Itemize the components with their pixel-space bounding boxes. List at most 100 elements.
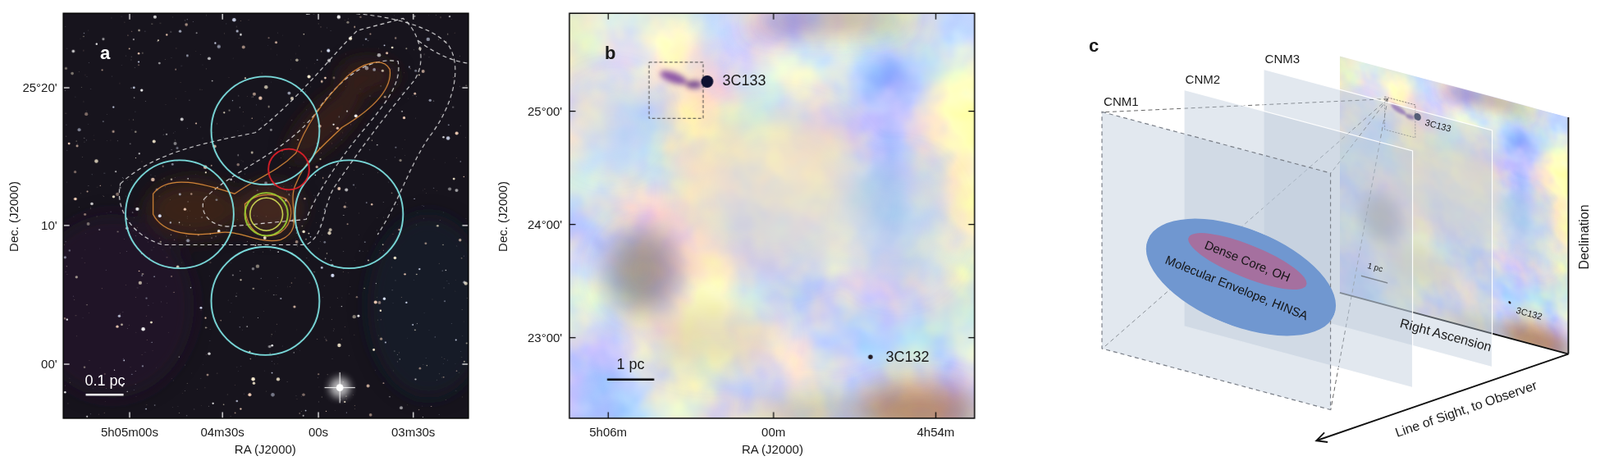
panel-letter: a: [100, 42, 110, 64]
star: [132, 212, 133, 214]
star: [453, 32, 456, 34]
star: [74, 315, 77, 317]
star: [252, 214, 255, 217]
star: [271, 372, 274, 375]
star: [169, 221, 172, 224]
extinction-contours: [153, 62, 391, 242]
star: [150, 342, 152, 343]
star: [223, 136, 225, 138]
star: [421, 204, 424, 206]
star: [352, 183, 355, 186]
star: [99, 247, 101, 250]
star: [428, 329, 430, 331]
star: [342, 214, 344, 216]
star: [268, 345, 272, 349]
star: [251, 377, 256, 382]
star: [391, 289, 394, 292]
star: [144, 100, 147, 102]
star: [318, 401, 320, 403]
star: [447, 359, 449, 362]
star: [337, 343, 341, 348]
star: [344, 326, 347, 329]
star: [134, 234, 137, 237]
star: [324, 257, 326, 259]
star: [89, 413, 92, 416]
star: [401, 91, 403, 94]
star: [298, 412, 301, 415]
star: [369, 149, 371, 151]
label-anchor: 25°20': [22, 80, 57, 95]
star: [162, 165, 165, 168]
label-anchor: c: [1088, 35, 1099, 56]
star: [73, 295, 75, 298]
star: [317, 210, 320, 212]
star: [103, 411, 106, 414]
star: [137, 52, 140, 55]
star: [402, 72, 405, 74]
star: [330, 318, 333, 320]
star: [371, 139, 373, 141]
star: [298, 45, 301, 47]
star: [195, 173, 197, 175]
star: [235, 295, 238, 298]
star: [125, 284, 128, 287]
star: [205, 326, 208, 329]
star: [64, 26, 67, 28]
star: [77, 128, 81, 132]
star: [321, 101, 324, 104]
star: [274, 41, 278, 44]
star: [333, 76, 336, 79]
star: [330, 259, 332, 261]
star: [132, 86, 136, 89]
star: [228, 109, 230, 111]
star: [228, 310, 231, 313]
star: [153, 15, 157, 19]
star: [242, 329, 244, 331]
star: [297, 139, 299, 142]
star: [204, 317, 206, 320]
star: [308, 282, 311, 284]
label-anchor: 10': [41, 218, 58, 233]
star: [277, 251, 279, 253]
star: [320, 240, 322, 243]
star: [458, 238, 462, 242]
star: [110, 75, 113, 78]
star: [401, 110, 403, 113]
star: [173, 238, 176, 241]
label-anchor: 00': [41, 356, 58, 371]
star: [162, 128, 165, 131]
star: [130, 86, 132, 88]
star-spike: [339, 372, 341, 403]
star: [226, 393, 229, 396]
star: [134, 110, 137, 113]
star: [446, 279, 448, 282]
star: [397, 352, 400, 354]
star: [329, 29, 332, 32]
star: [174, 68, 177, 71]
star: [75, 275, 78, 279]
star: [242, 316, 244, 319]
star: [291, 282, 293, 284]
star: [65, 181, 68, 183]
star: [286, 285, 288, 288]
star: [344, 187, 348, 192]
star: [84, 261, 87, 264]
star: [118, 158, 121, 160]
star: [336, 297, 339, 299]
star: [456, 156, 458, 159]
star: [152, 302, 155, 305]
star: [305, 91, 307, 93]
star: [96, 215, 98, 218]
star: [146, 404, 148, 407]
star: [283, 186, 285, 188]
star: [98, 228, 101, 231]
star: [422, 205, 425, 208]
star: [333, 410, 336, 412]
star: [270, 81, 273, 83]
star: [418, 367, 421, 371]
star: [86, 416, 88, 418]
label-anchor: b: [604, 42, 616, 64]
star: [170, 178, 173, 180]
star: [195, 122, 197, 124]
star: [335, 146, 338, 149]
